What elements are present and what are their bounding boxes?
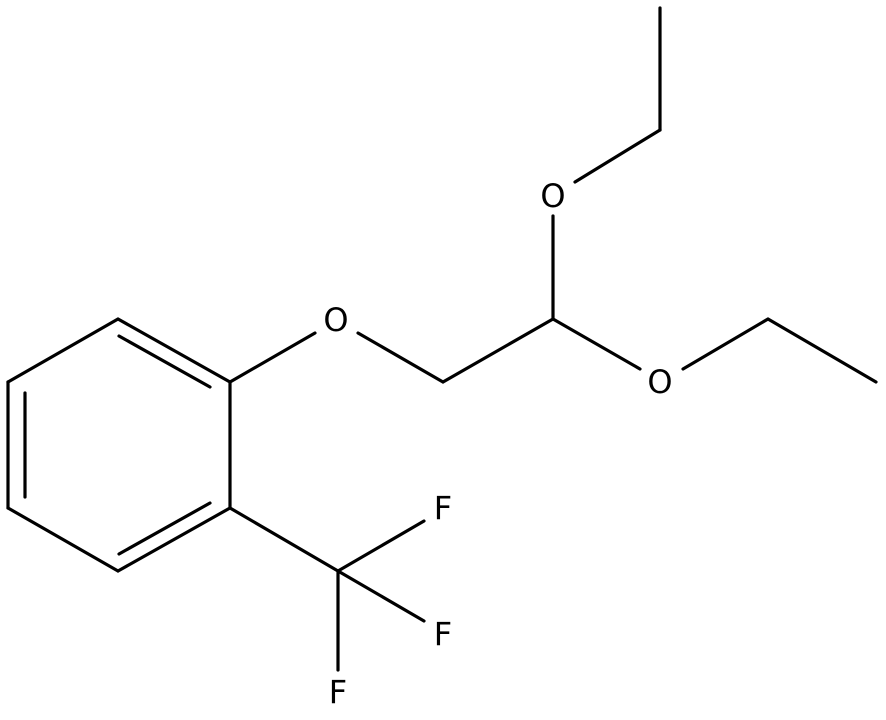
bond-c-f-right	[336, 569, 426, 623]
atom-labels: O O O F F F	[323, 177, 672, 711]
ring-bond-1-inner	[117, 334, 212, 389]
bond-ch-o-right	[551, 317, 642, 371]
ring-bond-2	[6, 317, 120, 384]
atom-f-right: F	[434, 615, 452, 653]
side-chain	[228, 6, 878, 384]
atom-f-lower: F	[329, 673, 347, 711]
bond-c-f-upper	[336, 519, 426, 573]
bond-o-ch2	[356, 331, 445, 384]
bond-o-top-ch2	[573, 128, 662, 184]
atom-o-ether: O	[323, 301, 348, 339]
bond-ch2-ch	[441, 317, 555, 384]
ring-bond-1	[116, 317, 232, 384]
bond-ring-o	[228, 331, 317, 384]
atom-f-upper: F	[434, 489, 452, 527]
atom-o-acetal-right: O	[647, 363, 672, 401]
trifluoromethyl-group	[228, 506, 426, 672]
bond-ring-cf3	[228, 506, 340, 573]
atom-o-acetal-top: O	[540, 177, 565, 215]
bond-right-ch2-ch3	[766, 317, 878, 384]
ring-bond-4	[6, 506, 120, 573]
ring-bond-5-inner	[117, 501, 212, 556]
ring-bond-5	[116, 506, 232, 573]
bond-o-right-ch2	[681, 317, 770, 371]
benzene-ring	[6, 317, 232, 573]
